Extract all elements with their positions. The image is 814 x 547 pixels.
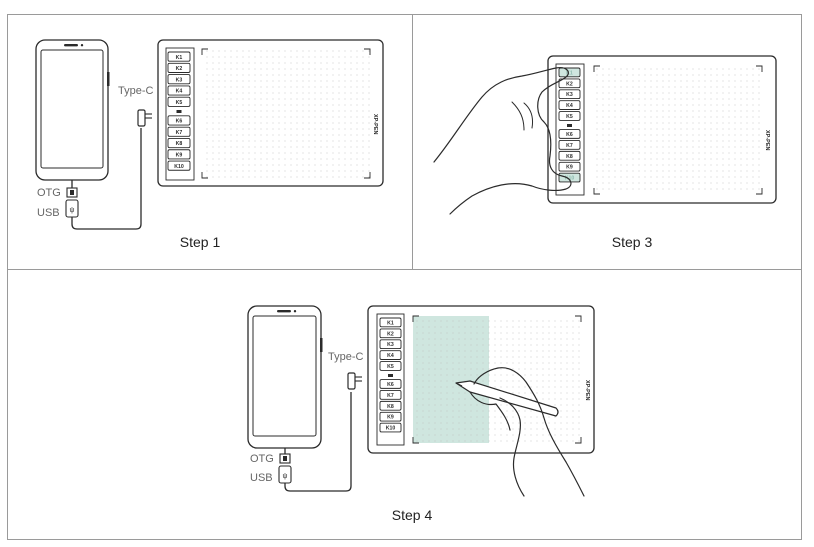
express-key-label: K7 xyxy=(176,130,183,136)
type-c-label: Type-C xyxy=(328,351,364,363)
express-key-k6 xyxy=(167,115,191,126)
type-c-connector-step-4 xyxy=(347,372,362,390)
express-key-label: K2 xyxy=(176,66,183,72)
express-key-label: K8 xyxy=(387,404,394,410)
express-key-k3 xyxy=(167,74,191,85)
express-key-k9 xyxy=(167,149,191,160)
express-key-label: K4 xyxy=(566,103,573,109)
express-key-label: K4 xyxy=(387,353,394,359)
otg-label: OTG xyxy=(250,453,274,465)
svg-text:ψ: ψ xyxy=(283,473,288,480)
express-key-label: K7 xyxy=(566,143,573,149)
key-separator xyxy=(388,374,393,377)
usb-label: USB xyxy=(250,472,273,484)
express-key-label: K10 xyxy=(174,164,184,170)
pen-step-4 xyxy=(455,380,559,417)
express-key-label: K2 xyxy=(387,331,394,337)
phone-step-4 xyxy=(247,305,323,449)
express-key-label: K8 xyxy=(176,141,183,147)
express-key-label: K5 xyxy=(176,100,183,106)
express-key-label: K2 xyxy=(566,81,573,87)
express-key-label: K1 xyxy=(387,320,394,326)
otg-label: OTG xyxy=(37,187,61,199)
otg-adapter-step-1: ψ xyxy=(65,180,79,218)
phone-step-1 xyxy=(35,39,110,181)
express-key-label: K1 xyxy=(176,55,183,61)
express-key-k8 xyxy=(167,137,191,149)
hand-step-4 xyxy=(469,367,585,497)
express-key-label: K9 xyxy=(387,415,394,421)
express-key-label: K8 xyxy=(566,154,573,160)
express-key-k8 xyxy=(558,150,581,161)
express-key-k8 xyxy=(379,400,402,411)
express-key-label: K10 xyxy=(386,426,396,432)
brand-logo: XP-PEN xyxy=(372,114,378,135)
step-1-caption: Step 1 xyxy=(179,234,221,250)
express-key-label: K5 xyxy=(387,364,394,370)
express-key-k6 xyxy=(379,379,402,389)
brand-logo: XP-PEN xyxy=(584,380,590,401)
express-key-label: K6 xyxy=(566,132,573,138)
express-key-label: K4 xyxy=(176,89,183,95)
express-key-k10 xyxy=(558,172,581,183)
express-key-label: K7 xyxy=(387,393,394,399)
express-key-k3 xyxy=(379,339,402,350)
express-key-k9 xyxy=(558,161,581,172)
key-separator xyxy=(567,124,572,127)
express-key-label: K9 xyxy=(176,153,183,159)
express-key-k1 xyxy=(379,317,402,328)
express-key-label: K3 xyxy=(566,92,573,98)
express-key-label: K1 xyxy=(566,70,573,76)
express-key-k2 xyxy=(379,328,402,339)
otg-adapter-step-4: ψ xyxy=(278,448,292,484)
express-key-k6 xyxy=(558,129,581,139)
express-key-k10 xyxy=(379,422,402,433)
express-key-label: K6 xyxy=(176,119,183,125)
express-key-k2 xyxy=(558,78,581,89)
step-3-caption: Step 3 xyxy=(611,234,653,250)
express-key-k2 xyxy=(167,62,191,73)
express-key-k5 xyxy=(379,361,402,371)
express-key-label: K5 xyxy=(566,114,573,120)
express-key-k1 xyxy=(167,51,191,62)
express-key-k5 xyxy=(167,96,191,107)
express-key-label: K10 xyxy=(565,176,575,182)
type-c-label: Type-C xyxy=(118,85,154,97)
express-key-label: K6 xyxy=(387,382,394,388)
express-key-k9 xyxy=(379,411,402,422)
express-key-label: K3 xyxy=(387,342,394,348)
express-key-k7 xyxy=(379,390,402,400)
express-key-k7 xyxy=(167,126,191,137)
usb-label: USB xyxy=(37,207,60,219)
step-4-caption: Step 4 xyxy=(391,507,433,523)
express-key-k10 xyxy=(167,160,191,171)
express-key-k5 xyxy=(558,111,581,121)
express-key-k1 xyxy=(558,67,581,78)
hand-step-3-thumb xyxy=(511,101,533,131)
express-key-k7 xyxy=(558,140,581,150)
express-key-k3 xyxy=(558,89,581,100)
brand-logo: XP-PEN xyxy=(764,130,770,151)
usb-cable-step-1 xyxy=(71,128,142,230)
express-key-label: K9 xyxy=(566,165,573,171)
key-separator xyxy=(176,110,182,113)
hand-step-3 xyxy=(433,67,572,215)
express-key-label: K3 xyxy=(176,77,183,83)
usb-cable-step-4 xyxy=(284,392,352,492)
express-key-k4 xyxy=(379,350,402,360)
express-key-k4 xyxy=(167,85,191,96)
svg-text:ψ: ψ xyxy=(70,207,75,214)
type-c-connector-step-1 xyxy=(137,109,152,127)
express-key-k4 xyxy=(558,100,581,110)
